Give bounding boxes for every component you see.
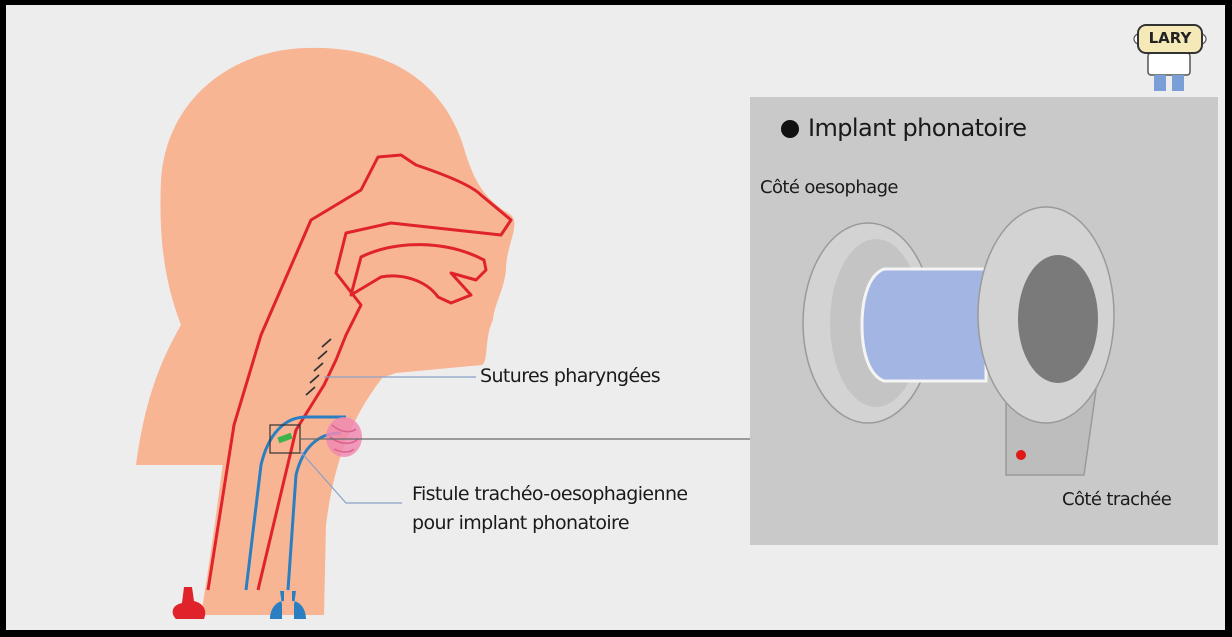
side-trachea-label: Côté trachée (1062, 489, 1171, 512)
implant-shaft (862, 269, 986, 381)
fistule-label-line2: pour implant phonatoire (412, 512, 629, 536)
sutures-label: Sutures pharyngées (480, 365, 660, 389)
stomach-icon (173, 587, 206, 619)
logo-text: LARY (1144, 27, 1196, 49)
implant-lumen (1018, 255, 1098, 383)
title-bullet (781, 120, 799, 138)
diagram-frame: Sutures pharyngées Fistule trachéo-oesop… (6, 5, 1225, 630)
laryngectomy-diagram (6, 5, 1225, 630)
thyroid-gland (326, 417, 362, 457)
fistule-label-line1: Fistule trachéo-oesophagienne (412, 483, 687, 507)
implant-marker-dot (1016, 450, 1026, 460)
side-esophagus-label: Côté oesophage (760, 177, 898, 200)
inset-title: Implant phonatoire (808, 113, 1026, 143)
lary-logo: LARY (1124, 15, 1214, 95)
